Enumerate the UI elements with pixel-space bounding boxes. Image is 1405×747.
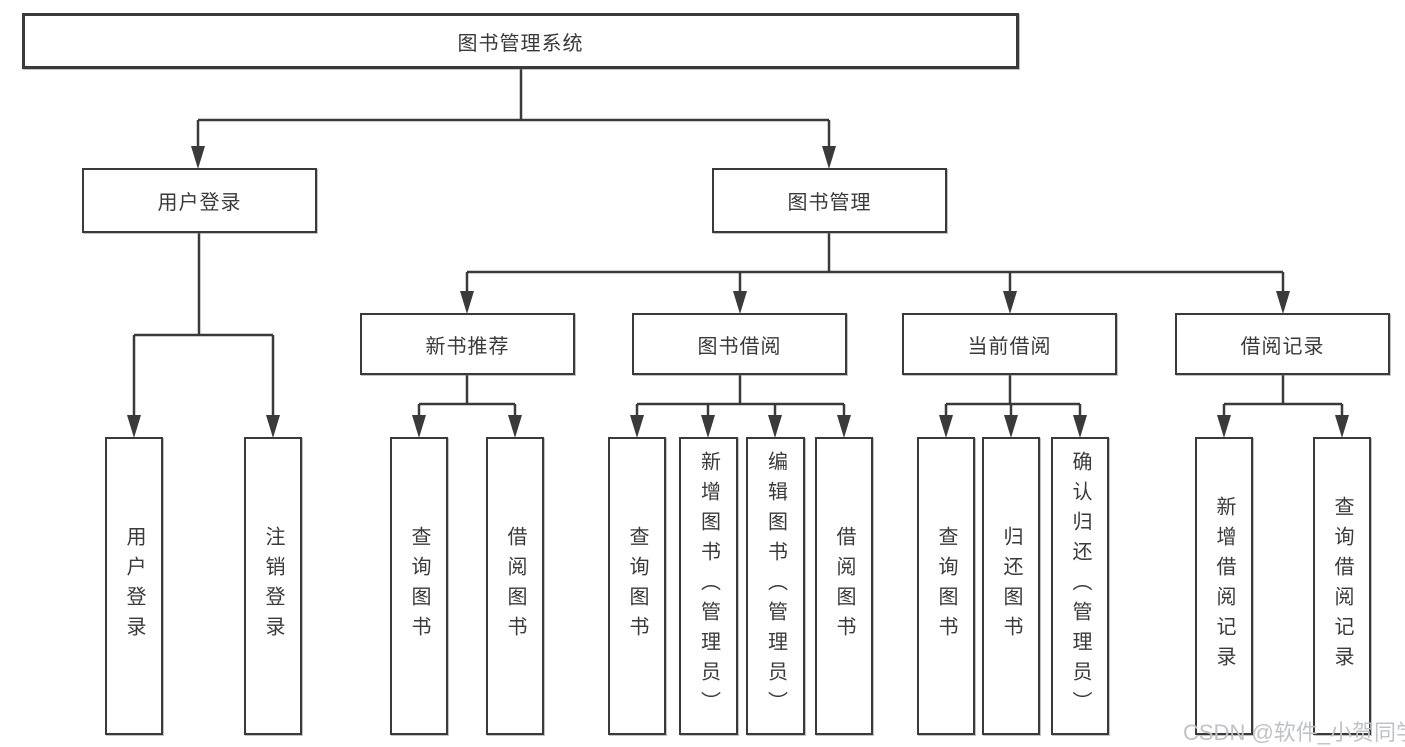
arrowhead <box>508 415 522 438</box>
edge-borrow-split <box>635 375 846 415</box>
node-user-login: 用户登录 <box>82 168 317 233</box>
node-label: 借阅图书 <box>833 526 855 646</box>
node-leaf-query-book-1: 查询图书 <box>390 437 448 735</box>
arrowhead <box>1335 415 1349 438</box>
node-leaf-add-book-admin: 新增图书（管理员） <box>679 437 738 735</box>
node-label: 查询图书 <box>408 526 430 646</box>
edge-records-split <box>1222 375 1344 415</box>
node-label: 编辑图书（管理员） <box>764 451 787 721</box>
node-leaf-query-borrow-record: 查询借阅记录 <box>1313 437 1371 735</box>
edge-root-split <box>196 69 831 146</box>
arrowhead <box>266 415 280 438</box>
node-leaf-borrow-book-2: 借阅图书 <box>815 437 873 735</box>
edge-bookmgmt-split <box>465 233 1285 291</box>
arrowhead <box>1004 415 1018 438</box>
arrowhead <box>630 415 644 438</box>
node-book-borrow: 图书借阅 <box>632 313 847 375</box>
node-borrow-records: 借阅记录 <box>1175 313 1390 375</box>
arrowhead <box>1276 291 1290 314</box>
arrowhead <box>837 415 851 438</box>
node-leaf-query-book-3: 查询图书 <box>917 437 975 735</box>
node-book-management: 图书管理 <box>712 168 947 233</box>
arrowhead <box>733 291 747 314</box>
node-leaf-confirm-return-admin: 确认归还（管理员） <box>1051 437 1109 735</box>
arrowhead <box>1003 291 1017 314</box>
node-label: 归还图书 <box>1000 526 1022 646</box>
node-label: 新增借阅记录 <box>1213 496 1235 676</box>
arrowhead <box>1073 415 1087 438</box>
arrowhead <box>1217 415 1231 438</box>
node-leaf-add-borrow-record: 新增借阅记录 <box>1195 437 1253 735</box>
node-root: 图书管理系统 <box>22 13 1019 69</box>
arrowhead <box>939 415 953 438</box>
node-label: 查询图书 <box>935 526 957 646</box>
node-new-book-recommend: 新书推荐 <box>360 313 575 375</box>
arrowhead <box>822 146 836 169</box>
edge-userlogin-split <box>132 233 275 415</box>
node-label: 确认归还（管理员） <box>1069 451 1091 721</box>
arrowhead <box>460 291 474 314</box>
node-leaf-query-book-2: 查询图书 <box>608 437 666 735</box>
watermark: CSDN @软件_小贺同学 <box>1183 720 1405 745</box>
node-label: 注销登录 <box>262 526 284 646</box>
node-leaf-borrow-book-1: 借阅图书 <box>486 437 544 735</box>
node-current-borrow: 当前借阅 <box>902 313 1117 375</box>
node-label: 借阅图书 <box>504 526 526 646</box>
edge-current-split <box>944 375 1082 415</box>
node-label: 查询借阅记录 <box>1331 496 1353 676</box>
node-label: 新增图书（管理员） <box>697 451 720 721</box>
arrowhead <box>127 415 141 438</box>
node-leaf-edit-book-admin: 编辑图书（管理员） <box>746 437 805 735</box>
node-label: 用户登录 <box>123 526 145 646</box>
arrowhead <box>701 415 715 438</box>
node-leaf-return-book: 归还图书 <box>982 437 1040 735</box>
arrowhead <box>412 415 426 438</box>
arrowhead <box>768 415 782 438</box>
node-leaf-user-login: 用户登录 <box>105 437 163 735</box>
node-label: 查询图书 <box>626 526 648 646</box>
node-leaf-logout: 注销登录 <box>244 437 302 735</box>
edge-newbook-split <box>417 375 517 415</box>
arrowhead <box>191 146 205 169</box>
